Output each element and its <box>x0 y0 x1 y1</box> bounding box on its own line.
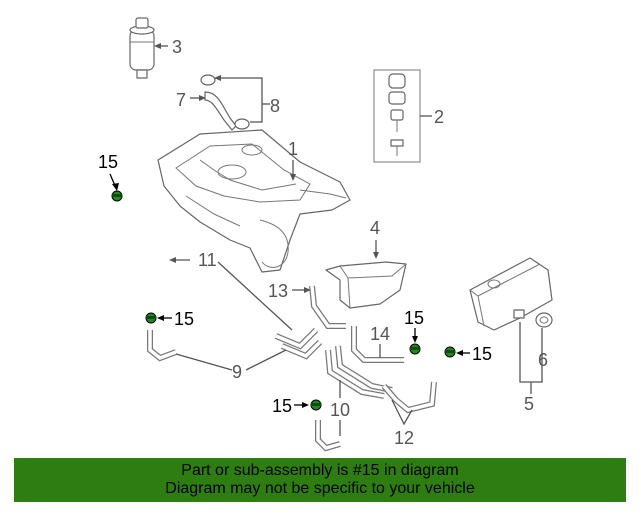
label-3: 3 <box>172 37 182 57</box>
part-15-b[interactable] <box>145 312 157 324</box>
cap-6[interactable] <box>535 312 553 328</box>
label-4: 4 <box>370 218 380 238</box>
part-15-d[interactable] <box>444 346 456 358</box>
info-banner: Part or sub-assembly is #15 in diagram D… <box>14 458 626 502</box>
label-7: 7 <box>176 90 186 110</box>
label-15-b: 15 <box>174 309 194 329</box>
label-15-d: 15 <box>472 344 492 364</box>
small-hose[interactable] <box>200 74 250 131</box>
subframe[interactable] <box>157 129 351 273</box>
label-15-c: 15 <box>404 308 424 328</box>
part-15-e[interactable] <box>310 399 322 411</box>
label-10: 10 <box>330 400 350 420</box>
banner-line-1: Part or sub-assembly is #15 in diagram <box>181 462 459 479</box>
label-11: 11 <box>198 250 217 270</box>
label-15-e: 15 <box>272 396 292 416</box>
label-13: 13 <box>268 281 288 301</box>
leader-8 <box>216 77 263 123</box>
module-5[interactable] <box>469 257 553 331</box>
part-15-a[interactable] <box>111 190 123 202</box>
label-15-a: 15 <box>98 152 118 172</box>
label-8: 8 <box>270 96 280 116</box>
tube-9[interactable] <box>147 327 323 362</box>
part-15-c[interactable] <box>409 343 421 355</box>
tube-13[interactable] <box>309 285 346 329</box>
banner-line-2: Diagram may not be specific to your vehi… <box>165 480 475 497</box>
tube-12[interactable] <box>381 381 437 414</box>
label-14: 14 <box>370 324 390 344</box>
label-6: 6 <box>538 350 548 370</box>
label-12: 12 <box>394 428 414 448</box>
mount-kit-box[interactable] <box>373 69 421 163</box>
bracket[interactable] <box>325 261 407 309</box>
filter-canister[interactable] <box>129 17 155 79</box>
label-2: 2 <box>434 107 444 127</box>
tube-14[interactable] <box>351 326 404 363</box>
label-1: 1 <box>288 139 298 159</box>
tube-11[interactable] <box>148 220 174 264</box>
label-5: 5 <box>524 394 534 414</box>
arrow-3 <box>154 43 161 49</box>
label-9: 9 <box>232 362 242 382</box>
